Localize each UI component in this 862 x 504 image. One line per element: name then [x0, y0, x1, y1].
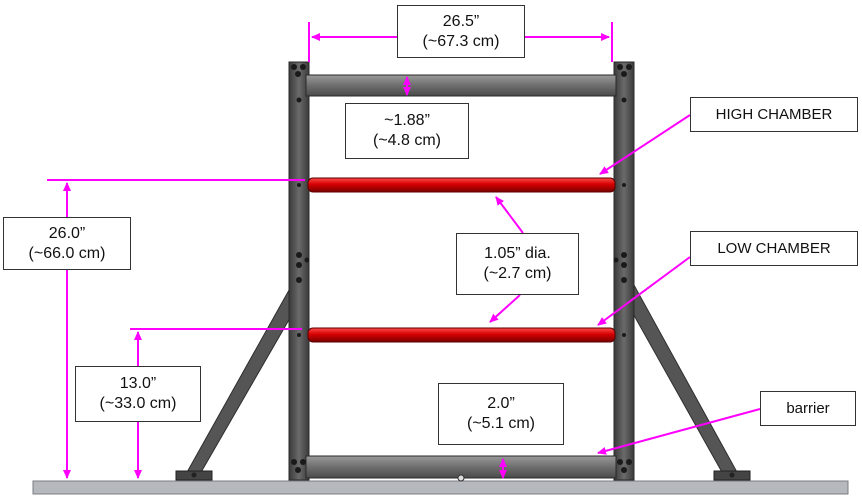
left-brace-foot-bolt	[191, 472, 197, 478]
barrier-center-bolt	[457, 474, 465, 482]
right-post	[613, 61, 635, 481]
right-brace-foot-bolt	[729, 472, 735, 478]
top-gap-metric: (~4.8 cm)	[372, 132, 441, 149]
left-brace	[185, 282, 306, 475]
high-height-metric: (~66.0 cm)	[28, 244, 106, 262]
barrier-tag: barrier	[760, 391, 856, 426]
top-gap-value: ~1.88”	[384, 112, 430, 129]
low-chamber-bar	[307, 327, 616, 343]
high-height-label: 26.0” (~66.0 cm)	[3, 217, 131, 270]
high-chamber-bar	[307, 177, 616, 193]
bolts	[291, 64, 632, 473]
bar-diameter-value: 1.05” dia.	[484, 245, 551, 262]
barrier-gap-value: 2.0”	[487, 395, 515, 412]
barrier-gap-label: 2.0” (~5.1 cm)	[438, 383, 564, 445]
left-post	[288, 61, 310, 481]
low-height-metric: (~33.0 cm)	[99, 395, 177, 412]
bar-diameter-label: 1.05” dia. (~2.7 cm)	[456, 233, 579, 295]
low-height-value: 13.0”	[119, 375, 157, 392]
dimension-lines	[47, 22, 761, 479]
width-label: 26.5” (~67.3 cm)	[397, 5, 525, 58]
top-gap-label: ~1.88” (~4.8 cm)	[345, 103, 469, 159]
barrier-gap-metric: (~5.1 cm)	[466, 415, 535, 432]
right-brace	[616, 275, 739, 475]
bar-diameter-metric: (~2.7 cm)	[483, 265, 552, 282]
floor	[32, 480, 849, 495]
low-height-label: 13.0” (~33.0 cm)	[75, 366, 201, 422]
high-chamber-tag: HIGH CHAMBER	[690, 97, 858, 132]
high-height-value: 26.0”	[48, 224, 86, 242]
low-chamber-tag: LOW CHAMBER	[690, 231, 858, 266]
top-beam	[305, 74, 617, 97]
width-metric: (~67.3 cm)	[422, 32, 500, 50]
width-value: 26.5”	[442, 12, 480, 30]
